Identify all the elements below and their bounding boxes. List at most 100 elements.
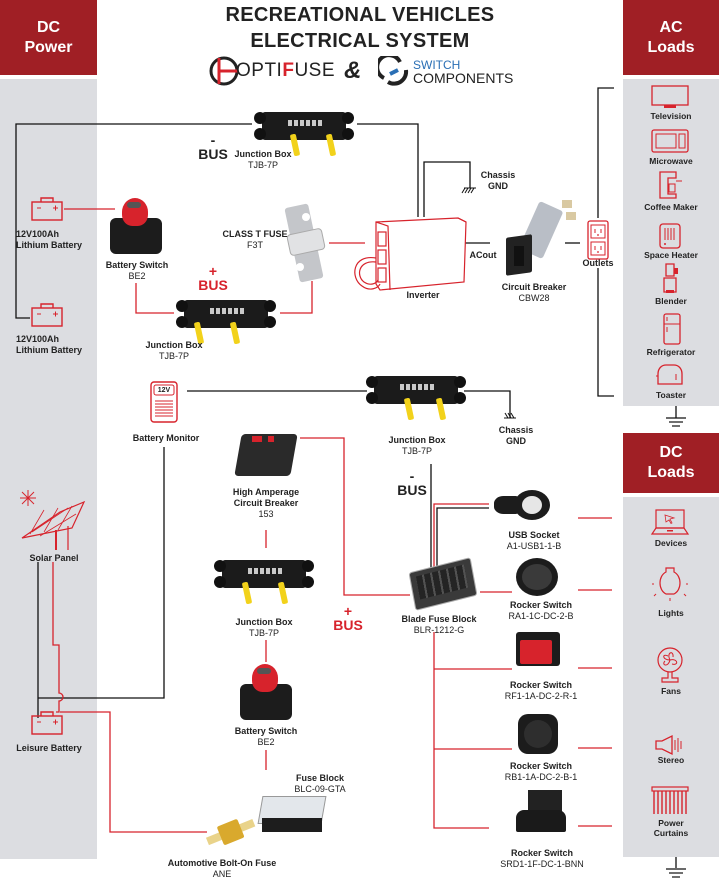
- high-amperage-cb-label: High Amperage Circuit Breaker 153: [226, 487, 306, 520]
- chassis-gnd-mid-label: Chassis GND: [494, 425, 538, 447]
- wire-jb-neg-to-inverter: [357, 123, 419, 217]
- solar-panel-icon: [20, 490, 86, 550]
- blender-icon: [663, 263, 678, 293]
- rocker-switch-3: [518, 714, 560, 756]
- switch-text-line2: COMPONENTS: [413, 70, 514, 86]
- jb-neg-mid-model: TJB-7P: [401, 446, 432, 456]
- junction-box-pos-top: [176, 296, 276, 345]
- ac-loads-title-line2: Loads: [647, 38, 695, 56]
- bus-neg-mid-sign: -: [409, 468, 415, 484]
- high-amperage-circuit-breaker: [234, 428, 300, 480]
- battery-icon: [31, 197, 63, 221]
- ground-symbol-ac: [666, 417, 686, 427]
- battery-switch-top-label: Battery Switch BE2: [101, 260, 173, 282]
- dc-load-stereo: Stereo: [657, 755, 685, 765]
- chassis-gnd-mid-line1: Chassis: [498, 425, 534, 435]
- rocker-switch-1: [516, 558, 560, 596]
- battery-switch-bottom-model: BE2: [257, 737, 275, 747]
- rocker-switch-2-label: Rocker Switch RF1-1A-DC-2-R-1: [496, 680, 586, 702]
- circuit-breaker-name: Circuit Breaker: [501, 282, 567, 292]
- laptop-icon: [650, 509, 690, 535]
- lithium-battery-1-sub: Lithium Battery: [16, 240, 83, 250]
- curtains-icon: [651, 786, 689, 814]
- rocker-4-model: SRD1-1F-DC-1-BNN: [500, 859, 584, 869]
- outlets-icon: [587, 220, 609, 260]
- jb-pos-bottom-name: Junction Box: [235, 617, 293, 627]
- battery-icon: [31, 303, 63, 327]
- ac-load-coffee-maker: Coffee Maker: [644, 202, 698, 212]
- bus-pos-bottom-sign: +: [343, 603, 353, 619]
- jb-pos-top-model: TJB-7P: [158, 351, 189, 361]
- battery-monitor-icon: [150, 381, 178, 423]
- fuse-block-name: Fuse Block: [295, 773, 344, 783]
- ampersand: &: [344, 57, 362, 84]
- rocker-4-name: Rocker Switch: [510, 848, 574, 858]
- lithium-battery-1-label: 12V100Ah Lithium Battery: [16, 229, 82, 251]
- bus-neg-mid: - BUS: [394, 469, 430, 497]
- dc-load-power-curtains: Power Curtains: [623, 818, 719, 838]
- wire-jb-mid-to-chassis: [464, 390, 511, 418]
- power-curtains-line1: Power: [658, 818, 684, 828]
- dc-power-header: DC Power: [0, 0, 97, 75]
- blade-fuse-block-name: Blade Fuse Block: [401, 614, 477, 624]
- ac-load-television: Television: [650, 111, 692, 121]
- wire-neg-to-usb: [436, 507, 489, 570]
- jb-pos-top-name: Junction Box: [145, 340, 203, 350]
- wire-jb-pos-to-fuse: [280, 281, 313, 314]
- fuse-block-blc: [257, 796, 327, 836]
- junction-box-pos-bottom-label: Junction Box TJB-7P: [226, 617, 302, 639]
- rocker-1-model: RA1-1C-DC-2-B: [508, 611, 574, 621]
- wire-outlets-to-ac-top: [597, 87, 614, 218]
- toaster-icon: [656, 364, 683, 385]
- chassis-gnd-top-line2: GND: [488, 181, 508, 191]
- ground-symbol-dc: [666, 868, 686, 878]
- battery-monitor-display: 12V: [157, 387, 171, 394]
- wire-outlets-to-ac-bottom: [597, 268, 614, 397]
- optifuse-text-accent: F: [282, 60, 295, 81]
- bus-pos-bottom-label: BUS: [333, 617, 363, 633]
- lithium-battery-2-name: 12V100Ah: [16, 334, 60, 344]
- hacb-model: 153: [258, 509, 274, 519]
- rocker-1-name: Rocker Switch: [509, 600, 573, 610]
- switch-components-logo: SWITCH COMPONENTS: [378, 56, 513, 88]
- ac-load-toaster: Toaster: [655, 390, 687, 400]
- bus-pos-top: + BUS: [196, 264, 230, 292]
- fuse-block-label: Fuse Block BLC-09-GTA: [280, 773, 360, 795]
- class-t-fuse-label: CLASS T FUSE F3T: [220, 229, 290, 251]
- class-t-fuse: [282, 203, 330, 283]
- wire-neg-batteries-to-jb: [15, 123, 252, 319]
- rocker-switch-2: [516, 632, 562, 668]
- ac-loads-title-line1: AC: [659, 18, 683, 36]
- light-bulb-icon: [652, 567, 688, 601]
- battery-switch-bottom-name: Battery Switch: [234, 726, 298, 736]
- blade-fuse-block: [408, 557, 478, 611]
- usb-socket: [494, 488, 556, 524]
- refrigerator-icon: [663, 313, 681, 345]
- blade-fuse-block-label: Blade Fuse Block BLR-1212-G: [398, 614, 480, 636]
- space-heater-icon: [659, 223, 681, 249]
- dc-loads-header: DC Loads: [623, 433, 719, 493]
- battery-switch-top-name: Battery Switch: [105, 260, 169, 270]
- battery-switch-bottom: [238, 662, 294, 722]
- bolt-on-fuse-model: ANE: [212, 869, 232, 879]
- dc-load-lights: Lights: [658, 608, 684, 618]
- outlets-label: Outlets: [582, 258, 614, 268]
- fuse-block-model: BLC-09-GTA: [294, 784, 346, 794]
- bus-neg-top-label: BUS: [198, 146, 228, 162]
- junction-box-neg-mid-label: Junction Box TJB-7P: [379, 435, 455, 457]
- class-t-fuse-model: F3T: [246, 240, 263, 250]
- dc-loads-title-line2: Loads: [647, 464, 695, 481]
- circuit-breaker-model: CBW28: [518, 293, 550, 303]
- chassis-ground-top: [461, 187, 476, 194]
- wire-monitor-to-leisure: [38, 447, 165, 699]
- rocker-2-model: RF1-1A-DC-2-R-1: [504, 691, 578, 701]
- jb-neg-top-model: TJB-7P: [247, 160, 278, 170]
- battery-icon: [31, 711, 63, 735]
- junction-box-neg-top-label: Junction Box TJB-7P: [225, 149, 301, 171]
- wire-solar-pos: [52, 562, 64, 713]
- lithium-battery-2-label: 12V100Ah Lithium Battery: [16, 334, 82, 356]
- bus-neg-top: - BUS: [197, 133, 229, 161]
- inverter-label: Inverter: [406, 290, 440, 300]
- acout-label: ACout: [469, 250, 497, 260]
